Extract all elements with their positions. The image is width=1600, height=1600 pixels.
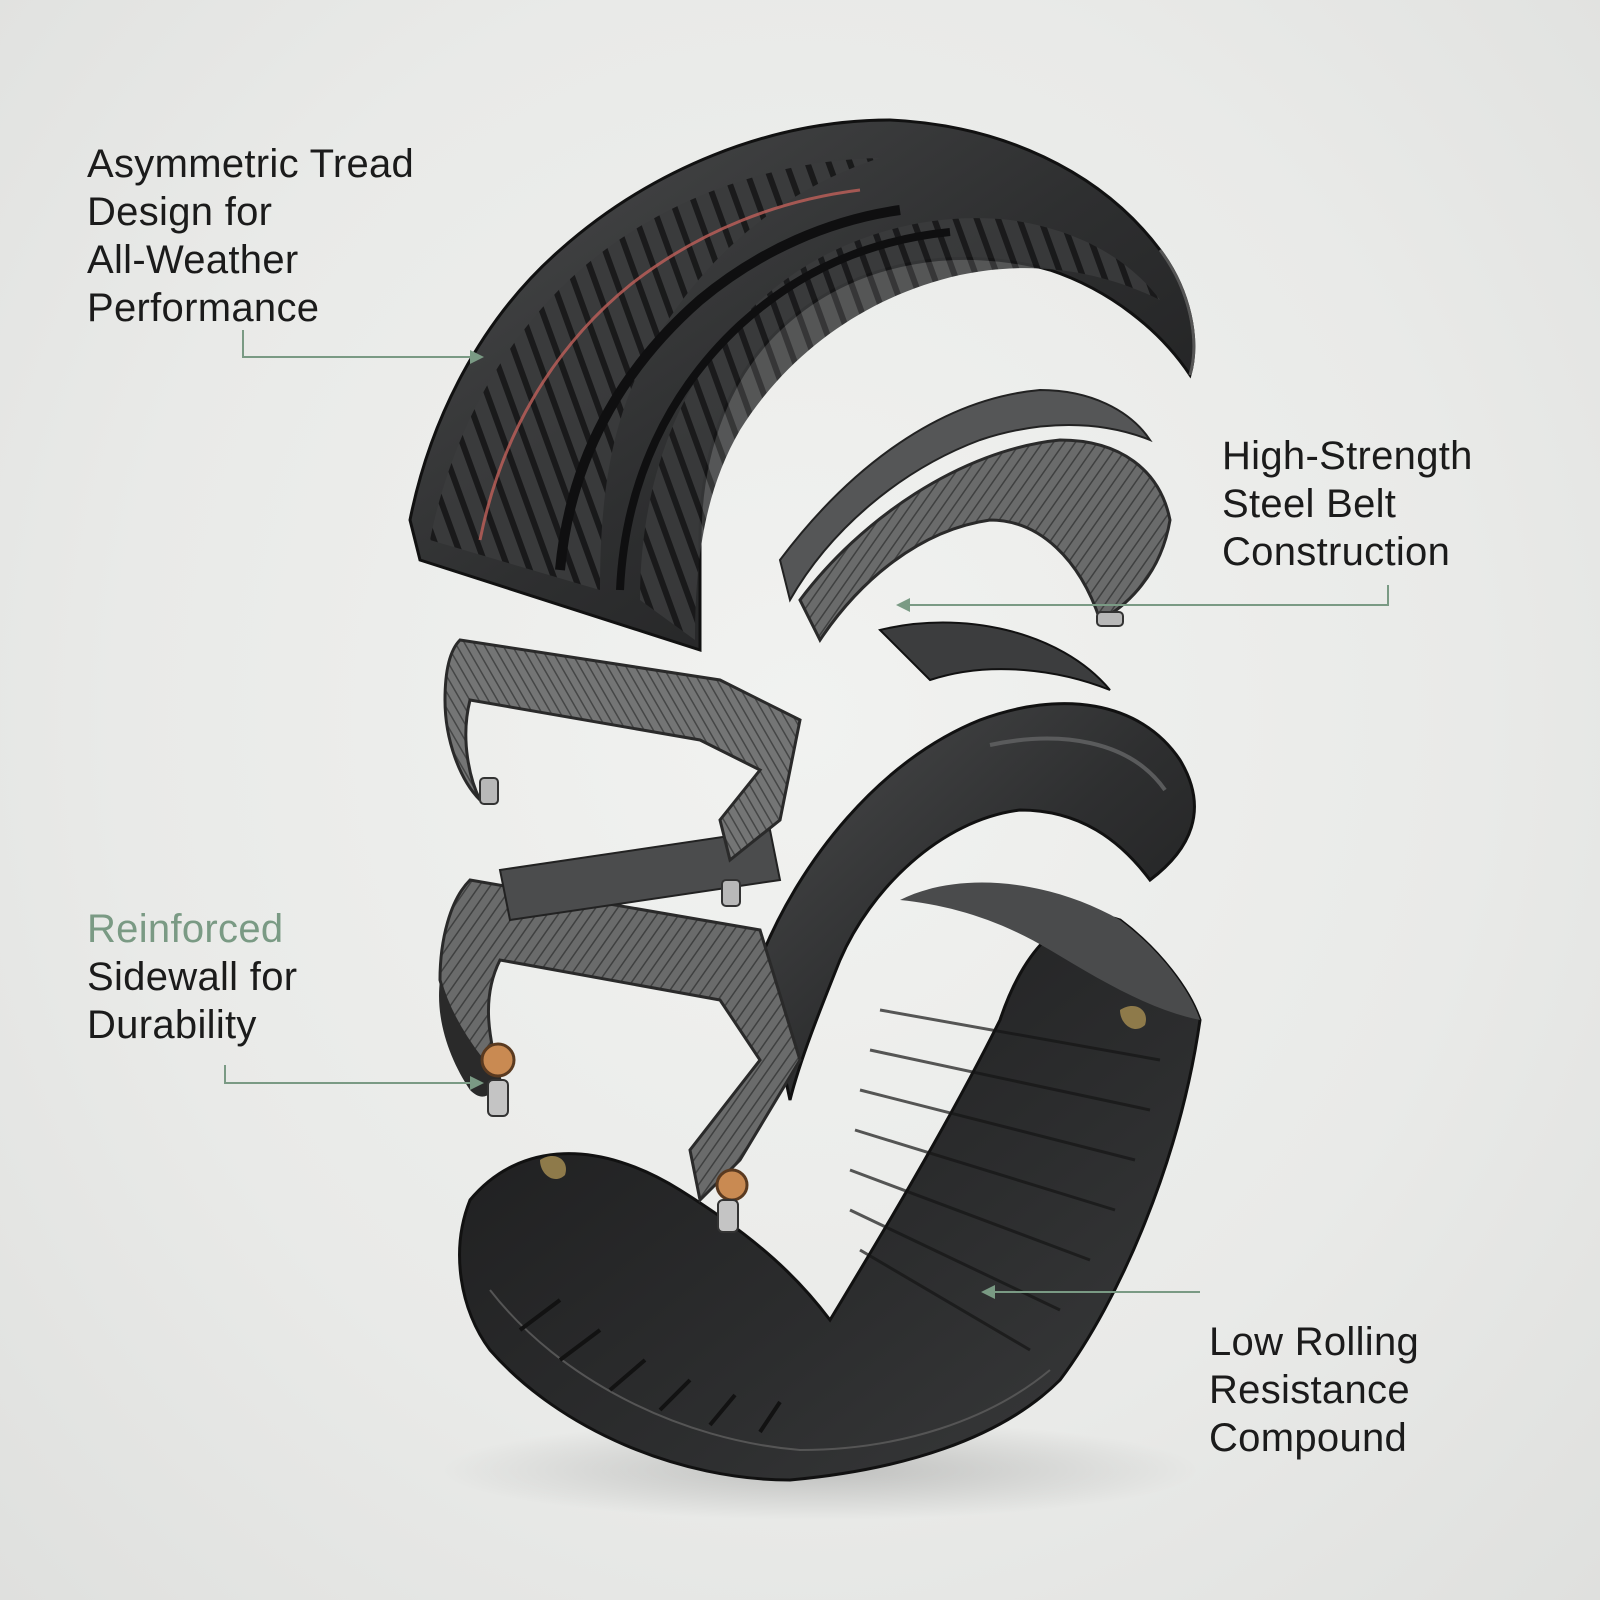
bead-wires: [480, 1042, 749, 1233]
belt-leader-arrowhead: [896, 598, 910, 612]
sidewall-leader-arrowhead: [470, 1076, 484, 1090]
steel-belt-layer: [443, 388, 1172, 907]
belt-leader-line: [910, 585, 1389, 606]
callout-tread-line-3: All-Weather: [87, 238, 299, 282]
sidewall-layer: [758, 621, 1196, 1101]
callout-sidewall-line-2: Sidewall for: [87, 955, 298, 999]
callout-belt-line-1: High-Strength: [1222, 434, 1473, 478]
sidewall-leader-line: [224, 1065, 470, 1084]
callout-tread-line-2: Design for: [87, 190, 273, 234]
callout-compound: Low Rolling Resistance Compound: [1209, 1318, 1419, 1462]
leader-lines: [224, 330, 1389, 1299]
callout-compound-line-1: Low Rolling: [1209, 1320, 1420, 1364]
callout-belt-line-3: Construction: [1222, 530, 1451, 574]
callout-compound-line-2: Resistance: [1209, 1368, 1410, 1412]
callout-belt: High-Strength Steel Belt Construction: [1222, 432, 1473, 576]
callout-sidewall: Reinforced Sidewall for Durability: [87, 905, 297, 1049]
callout-belt-line-2: Steel Belt: [1222, 482, 1397, 526]
tread-leader-arrowhead: [470, 350, 484, 364]
callout-sidewall-line-3: Durability: [87, 1003, 257, 1047]
callout-tread: Asymmetric Tread Design for All-Weather …: [87, 140, 414, 332]
sidewall-ply: [438, 828, 802, 1204]
callout-tread-line-1: Asymmetric Tread: [87, 142, 415, 186]
callout-compound-line-3: Compound: [1209, 1416, 1408, 1460]
tread-layer: [408, 118, 1196, 653]
tread-leader-line: [242, 330, 470, 358]
callout-sidewall-line-1: Reinforced: [87, 907, 284, 951]
callout-tread-line-4: Performance: [87, 286, 320, 330]
compound-leader-arrowhead: [981, 1285, 995, 1299]
inner-liner-layer: [458, 882, 1202, 1482]
